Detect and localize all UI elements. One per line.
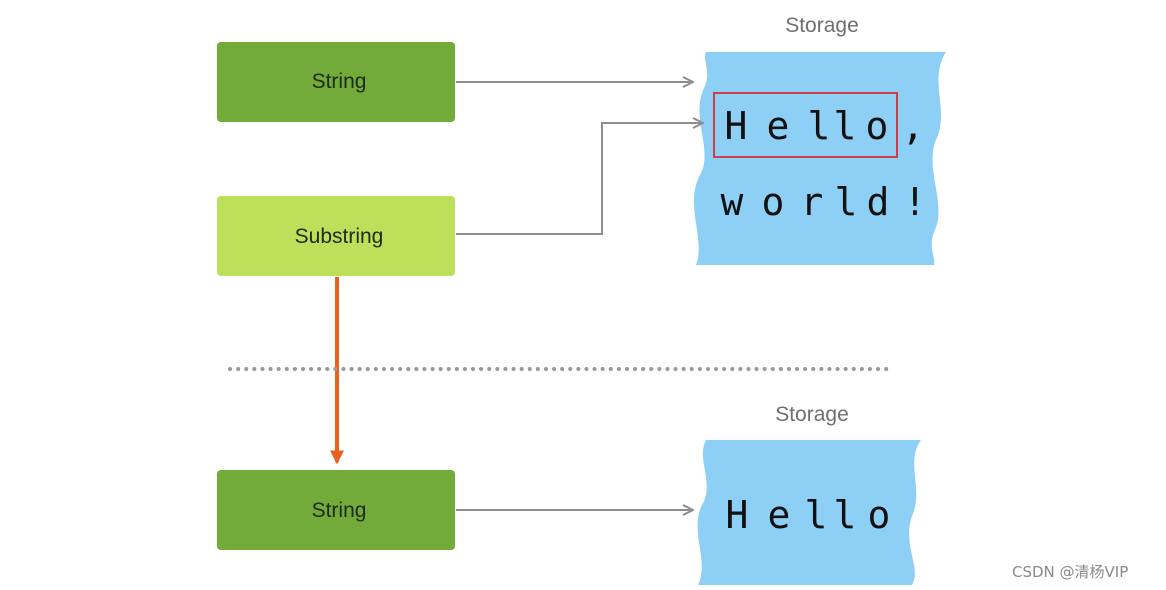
storage-char: l: [805, 493, 828, 537]
storage-char: o: [866, 104, 889, 148]
storage-char: e: [767, 104, 790, 148]
storage-char: l: [834, 493, 857, 537]
arrow-substring-to-hello: [456, 123, 703, 235]
storage-char: w: [721, 180, 744, 224]
storage-char: l: [808, 104, 831, 148]
storage-text-line1: H e l l o ,: [725, 104, 925, 148]
storage-char: d: [867, 180, 890, 224]
storage-char: o: [762, 180, 785, 224]
storage-shape-top: [693, 52, 946, 265]
storage-char: !: [904, 180, 927, 224]
storage-char: ,: [902, 104, 925, 148]
string-box-top: String: [217, 42, 455, 122]
string-box-top-label: String: [312, 70, 367, 93]
storage-text-bottom: H e l l o: [726, 493, 891, 537]
storage-label-top: Storage: [785, 14, 859, 37]
string-box-bottom-label: String: [312, 499, 367, 522]
storage-shape-bottom: [697, 440, 921, 585]
watermark: CSDN @清杨VIP: [1012, 563, 1129, 581]
storage-char: e: [768, 493, 791, 537]
storage-char: H: [725, 104, 748, 148]
storage-char: o: [868, 493, 891, 537]
storage-text-line2: w o r l d !: [721, 180, 927, 224]
substring-box: Substring: [217, 196, 455, 276]
substring-box-label: Substring: [295, 225, 384, 248]
highlight-box: [713, 92, 898, 158]
storage-char: l: [834, 104, 857, 148]
storage-char: l: [835, 180, 858, 224]
storage-char: H: [726, 493, 749, 537]
storage-char: r: [801, 180, 824, 224]
storage-label-bottom: Storage: [775, 403, 849, 426]
string-box-bottom: String: [217, 470, 455, 550]
